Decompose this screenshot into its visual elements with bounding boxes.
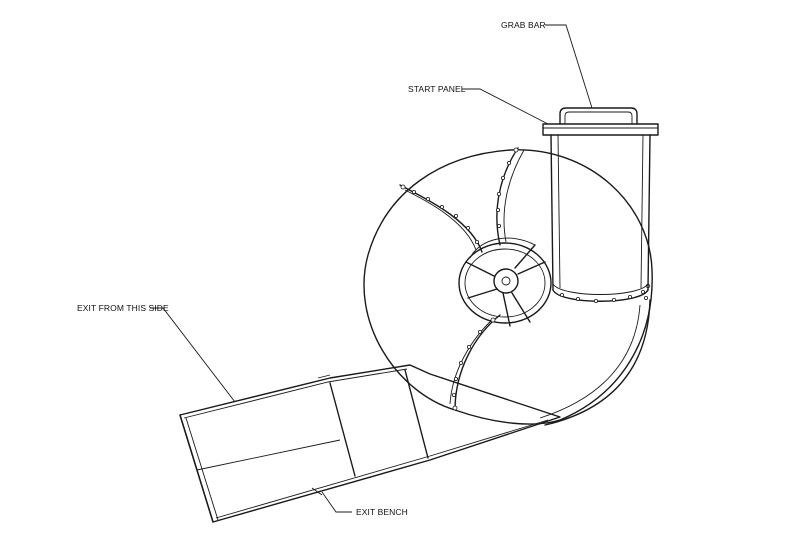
exit-bench-label: EXIT BENCH (356, 507, 408, 517)
start-panel-label: START PANEL (408, 84, 466, 94)
exit-side-leader (150, 307, 236, 403)
grab-bar (559, 107, 638, 125)
grab-bar-label: GRAB BAR (501, 20, 546, 30)
exit-side-label: EXIT FROM THIS SIDE (77, 303, 169, 313)
exit-bench-leader (321, 491, 352, 513)
start-panel-leader (462, 88, 549, 125)
grab-bar-leader (545, 24, 593, 109)
spiral-body (363, 147, 653, 426)
leader-lines (150, 24, 593, 513)
exit-chute (179, 364, 561, 523)
bolt-flanges (400, 147, 651, 411)
start-cylinder (550, 134, 651, 303)
start-panel (542, 123, 659, 136)
